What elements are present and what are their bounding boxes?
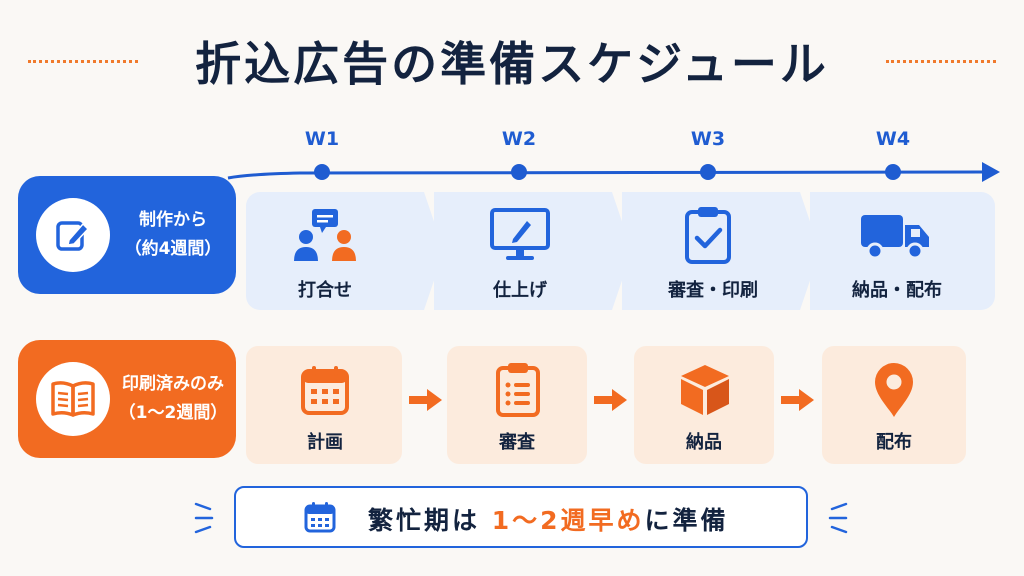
printed-step-label: 配布 (876, 432, 912, 453)
clipboard-check-icon (680, 203, 736, 265)
production-step-label: 仕上げ (493, 280, 547, 301)
production-step-delivery (810, 192, 995, 310)
note-highlight: 1〜2週早め (491, 506, 645, 535)
emphasis-lines-left (194, 502, 214, 534)
production-step-label: 審査・印刷 (668, 280, 758, 301)
timeline-axis (227, 162, 1000, 182)
production-step-label: 打合せ (298, 280, 352, 301)
arrow-right-icon (594, 389, 627, 411)
week-marker (314, 164, 330, 180)
emphasis-lines-right (828, 502, 848, 534)
printed-step-label: 審査 (499, 432, 535, 453)
arrow-right-icon (409, 389, 442, 411)
production-track-duration: （約4週間） (124, 239, 222, 259)
calendar-icon (298, 362, 352, 418)
box-icon (678, 362, 732, 418)
printed-step-label: 納品 (686, 432, 722, 453)
monitor-pen-icon (488, 206, 552, 264)
printed-track-badge: 印刷済みのみ （1〜2週間） (18, 340, 236, 458)
arrow-right-icon (781, 389, 814, 411)
title-decoration-left (28, 60, 138, 63)
production-track-badge: 制作から （約4週間） (18, 176, 236, 294)
printed-track-title: 印刷済みのみ (122, 374, 224, 394)
delivery-truck-icon (858, 210, 932, 262)
printed-step-plan (246, 346, 402, 464)
title-decoration-right (886, 60, 996, 63)
map-pin-icon (870, 360, 918, 420)
week-label-w2: W2 (501, 128, 537, 150)
production-track-title: 制作から (139, 210, 207, 230)
open-book-icon (36, 362, 110, 436)
week-label-w3: W3 (690, 128, 726, 150)
printed-track-duration: （1〜2週間） (118, 403, 228, 423)
week-label-w4: W4 (875, 128, 911, 150)
clipboard-list-icon (492, 360, 544, 418)
week-marker (885, 164, 901, 180)
week-label-w1: W1 (304, 128, 340, 150)
edit-note-icon (36, 198, 110, 272)
busy-season-note: 繁忙期は 1〜2週早めに準備 (234, 486, 808, 548)
note-prefix: 繁忙期は (368, 506, 481, 535)
production-step-label: 納品・配布 (852, 280, 942, 301)
note-suffix: に準備 (644, 506, 729, 535)
printed-step-label: 計画 (307, 432, 343, 453)
note-text: 繁忙期は 1〜2週早めに準備 (368, 501, 729, 537)
calendar-icon (304, 501, 336, 537)
meeting-people-icon (290, 206, 360, 264)
page-title: 折込広告の準備スケジュール (195, 37, 829, 91)
week-marker (511, 164, 527, 180)
week-marker (700, 164, 716, 180)
